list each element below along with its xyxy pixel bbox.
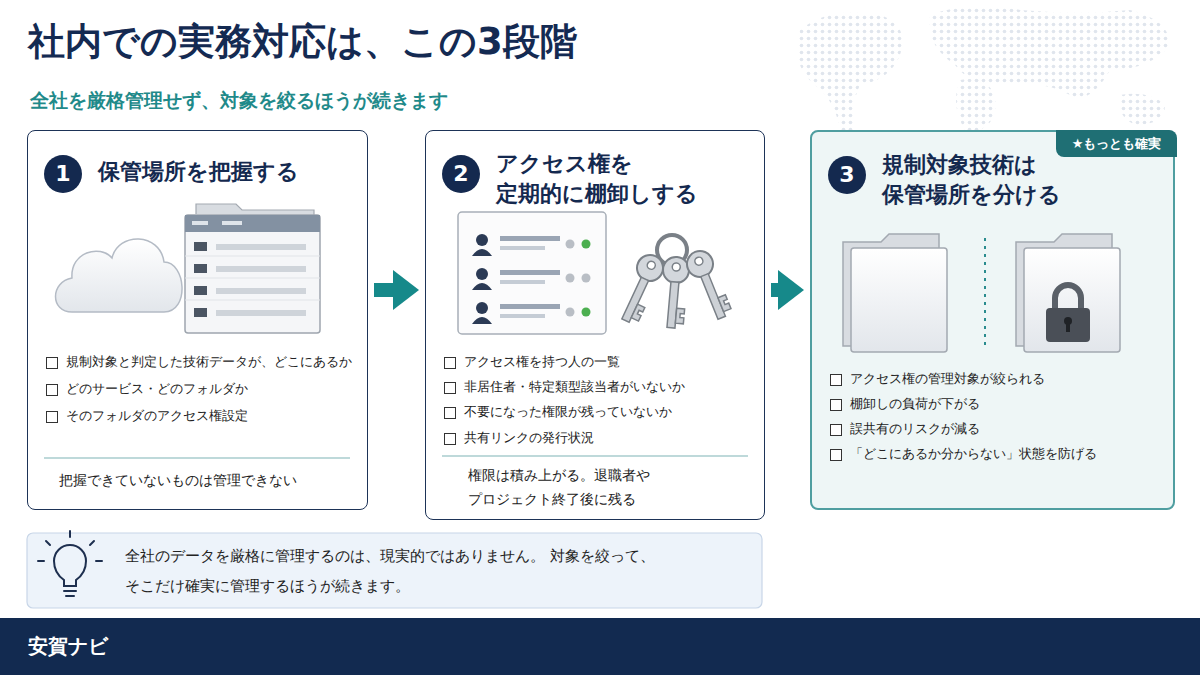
- check-item: 非居住者・特定類型該当者がいないか: [444, 378, 760, 396]
- flow-arrow: [374, 283, 405, 297]
- divider-dashed: [984, 238, 986, 348]
- text-slot: 規制対象と判定した技術データが、どこにあるか: [46, 353, 364, 371]
- tip-box: 全社のデータを厳格に管理するのは、現実的ではありません。 対象を絞って、そこだけ…: [27, 533, 762, 609]
- text-slot: どのサービス・どのフォルダか: [46, 380, 364, 398]
- text-slot: 共有リンクの発行状況: [444, 429, 760, 447]
- cloud-icon: [56, 239, 183, 312]
- check-item: 誤共有のリスクが減る: [830, 420, 1160, 438]
- folder-icon: [843, 234, 947, 352]
- step-number: 2: [442, 155, 480, 193]
- check-item: そのフォルダのアクセス権設定: [46, 407, 364, 425]
- lock-icon: [1046, 285, 1090, 342]
- text-slot: そのフォルダのアクセス権設定: [46, 407, 364, 425]
- badge-text: ★もっとも確実: [1072, 137, 1162, 150]
- step-heading: 規制対象技術は 保管場所を分ける: [882, 150, 1112, 209]
- note: 権限は積み上がる。退職者や プロジェクト終了後に残る: [468, 464, 728, 512]
- flow-arrow: [771, 283, 790, 297]
- step-card: 規制対象技術は 保管場所を分けるアクセス権の管理対象が絞られる棚卸しの負荷が下が…: [810, 130, 1175, 510]
- check-item: アクセス権の管理対象が絞られる: [830, 370, 1160, 388]
- check-item: 「どこにあるか分からない」状態を防げる: [830, 445, 1160, 463]
- checkbox: [444, 382, 456, 394]
- checkbox: [444, 433, 456, 445]
- page-title: 社内での実務対応は、この3段階: [28, 20, 577, 64]
- step-heading: 保管場所を把握する: [98, 157, 358, 187]
- text-slot: 権限は積み上がる。退職者や プロジェクト終了後に残る: [468, 464, 728, 512]
- tip-text: 全社のデータを厳格に管理するのは、現実的ではありません。 対象を絞って、そこだけ…: [125, 541, 725, 601]
- checkbox: [46, 357, 58, 369]
- text-slot: 棚卸しの負荷が下がる: [830, 395, 1160, 413]
- check-item: 共有リンクの発行状況: [444, 429, 760, 447]
- text-slot: 1: [44, 155, 82, 193]
- text-slot: 誤共有のリスクが減る: [830, 420, 1160, 438]
- text-slot: ★もっとも確実: [1056, 130, 1177, 157]
- step-card: アクセス権を 定期的に棚卸しするアクセス権を持つ人の一覧非居住者・特定類型該当者…: [425, 130, 765, 520]
- step-number: 3: [828, 156, 866, 194]
- divider: [44, 457, 350, 458]
- text-slot: 規制対象技術は 保管場所を分ける: [882, 150, 1112, 209]
- text-slot: 2: [442, 155, 480, 193]
- text-slot: 安賀ナビ: [28, 632, 328, 660]
- text-slot: アクセス権の管理対象が絞られる: [830, 370, 1160, 388]
- text-slot: 非居住者・特定類型該当者がいないか: [444, 378, 760, 396]
- checkbox: [46, 411, 58, 423]
- text-slot: 把握できていないものは管理できない: [59, 469, 359, 493]
- checkbox: [46, 384, 58, 396]
- badge: ★もっとも確実: [1056, 130, 1177, 157]
- keys-icon: [614, 235, 734, 329]
- step-number-text: 2: [453, 163, 468, 185]
- folder-window: [185, 204, 320, 333]
- brand-name: 安賀ナビ: [28, 632, 328, 660]
- checkbox: [830, 374, 842, 386]
- step-number: 1: [44, 155, 82, 193]
- card-ground: [810, 130, 1175, 510]
- text-slot: 「どこにあるか分からない」状態を防げる: [830, 445, 1160, 463]
- text-slot: アクセス権を 定期的に棚卸しする: [496, 149, 736, 208]
- folder-icon: [1016, 234, 1120, 352]
- checkbox: [830, 399, 842, 411]
- text-slot: アクセス権を持つ人の一覧: [444, 353, 760, 371]
- step-number-text: 1: [55, 163, 70, 185]
- checkbox: [830, 424, 842, 436]
- text-slot: 3: [828, 156, 866, 194]
- check-item: どのサービス・どのフォルダか: [46, 380, 364, 398]
- footer-band: 安賀ナビ: [0, 618, 1200, 675]
- check-item: 棚卸しの負荷が下がる: [830, 395, 1160, 413]
- divider: [442, 455, 748, 456]
- check-item: 規制対象と判定した技術データが、どこにあるか: [46, 353, 364, 371]
- user-list: [458, 212, 606, 334]
- checkbox: [830, 449, 842, 461]
- step-heading: アクセス権を 定期的に棚卸しする: [496, 149, 736, 208]
- lightbulb-icon: [38, 531, 102, 596]
- world-map: [797, 6, 1170, 130]
- note: 把握できていないものは管理できない: [59, 469, 359, 493]
- text-slot: 不要になった権限が残っていないか: [444, 403, 760, 421]
- subtitle: 全社を厳格管理せず、対象を絞るほうが続きます: [30, 88, 448, 113]
- text-slot: 保管場所を把握する: [98, 157, 358, 187]
- checkbox: [444, 407, 456, 419]
- checkbox: [444, 357, 456, 369]
- check-item: アクセス権を持つ人の一覧: [444, 353, 760, 371]
- step-number-text: 3: [839, 164, 854, 186]
- text-slot: 全社のデータを厳格に管理するのは、現実的ではありません。 対象を絞って、そこだけ…: [125, 541, 725, 601]
- tip-ground: [27, 533, 762, 608]
- step-card: 保管場所を把握する規制対象と判定した技術データが、どこにあるかどのサービス・どの…: [27, 130, 368, 510]
- check-item: 不要になった権限が残っていないか: [444, 403, 760, 421]
